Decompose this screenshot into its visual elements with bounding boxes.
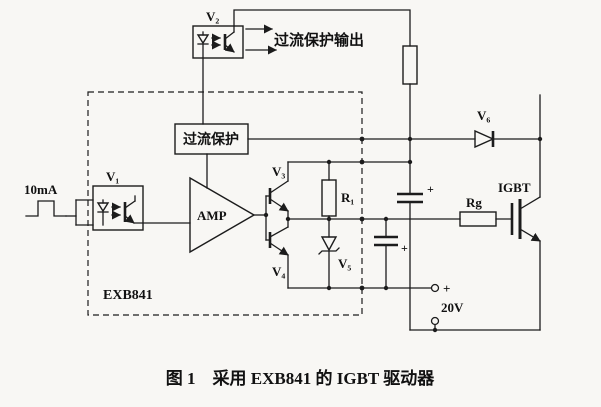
v3-transistor: V₃ bbox=[268, 164, 289, 212]
square-pulse-icon bbox=[25, 200, 67, 217]
overcurrent-protection-block: 过流保护 bbox=[174, 123, 249, 155]
v3-label: V₃ bbox=[272, 164, 285, 179]
supply-20v: + 20V bbox=[430, 281, 464, 326]
v6-diode: V₆ bbox=[474, 108, 495, 149]
protection-output-label: 过流保护输出 bbox=[274, 31, 364, 49]
v1-label: V₁ bbox=[106, 169, 119, 184]
amp-amplifier: AMP bbox=[189, 176, 256, 254]
protection-block-label: 过流保护 bbox=[183, 131, 239, 148]
junction-dots bbox=[263, 136, 543, 333]
r1-resistor: R₁ bbox=[321, 179, 354, 217]
v5-label: V₅ bbox=[338, 256, 351, 271]
v6-label: V₆ bbox=[477, 108, 490, 123]
cap1-electrolytic: + bbox=[397, 182, 434, 204]
igbt-label: IGBT bbox=[498, 180, 531, 195]
rg-resistor: Rg bbox=[459, 195, 497, 227]
sense-resistor bbox=[402, 45, 418, 85]
v2-optocoupler: V₂ bbox=[192, 9, 244, 59]
supply-plus-terminal-icon bbox=[430, 283, 440, 293]
v5-zener-diode: V₅ bbox=[318, 236, 351, 271]
rg-label: Rg bbox=[466, 195, 482, 210]
input-current-label: 10mA bbox=[24, 182, 58, 197]
protection-output: 过流保护输出 bbox=[245, 24, 364, 55]
figure-caption: 图 1 采用 EXB841 的 IGBT 驱动器 bbox=[166, 368, 435, 388]
v1-optocoupler: V₁ bbox=[92, 169, 144, 231]
cap2-plus-label: + bbox=[401, 241, 408, 255]
module-label: EXB841 bbox=[103, 288, 153, 303]
wires bbox=[65, 9, 541, 331]
input-pulse-source: 10mA bbox=[24, 182, 67, 217]
supply-plus-label: + bbox=[443, 281, 450, 296]
amp-label: AMP bbox=[197, 208, 227, 223]
supply-minus-terminal-icon bbox=[430, 316, 440, 326]
exb841-module-boundary: EXB841 bbox=[87, 91, 363, 316]
v4-label: V₄ bbox=[272, 264, 285, 279]
cap1-plus-label: + bbox=[427, 182, 434, 196]
v2-label: V₂ bbox=[206, 9, 219, 24]
led-icon bbox=[196, 34, 210, 45]
igbt-symbol: IGBT bbox=[498, 180, 541, 242]
amplifier-triangle-icon bbox=[189, 176, 256, 254]
v4-transistor: V₄ bbox=[268, 226, 289, 279]
led-icon bbox=[96, 202, 110, 213]
cap2-electrolytic: + bbox=[374, 235, 408, 255]
supply-voltage-label: 20V bbox=[441, 300, 464, 315]
r1-label: R₁ bbox=[341, 190, 354, 205]
